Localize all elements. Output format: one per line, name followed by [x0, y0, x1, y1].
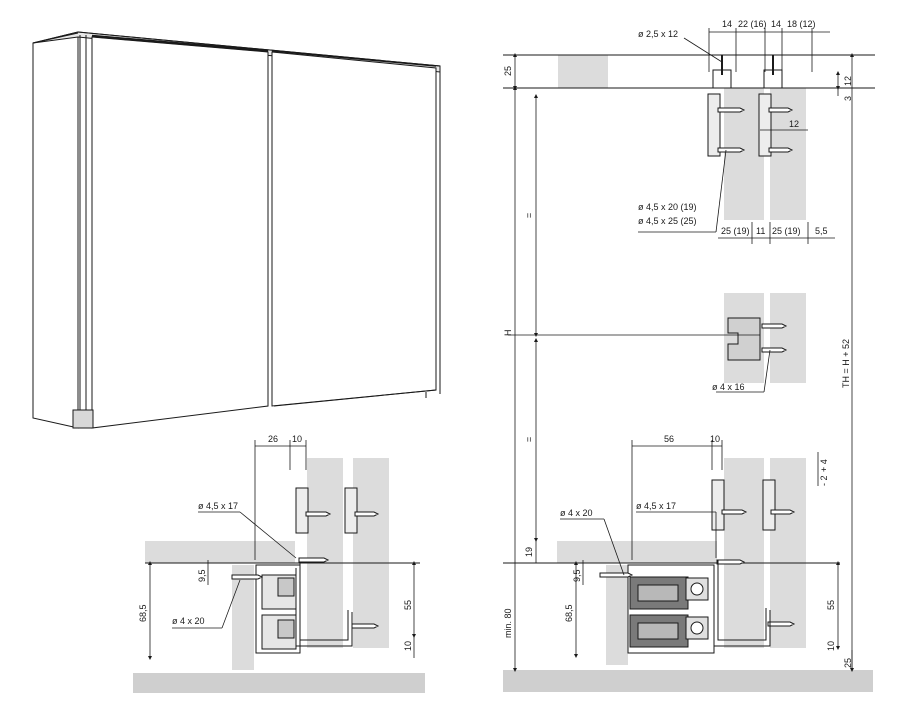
dim-bottom-2: 11: [756, 226, 765, 236]
dim-minus-2: - 2: [819, 475, 829, 486]
dim-top-3: 14: [771, 19, 781, 29]
dim-left-min: min. 80: [503, 608, 513, 638]
dim-plus-4: + 4: [819, 459, 829, 472]
label-screws-1: ø 4,5 x 20 (19): [638, 202, 697, 212]
label-screw-mid: ø 4 x 16: [712, 382, 745, 392]
dim-ll-10: 10: [292, 434, 302, 444]
lower-left-detail: [133, 458, 425, 693]
lower-right-mechanism: [503, 479, 840, 654]
dim-left-eq-upper: =: [524, 213, 534, 218]
middle-fitting: [727, 317, 788, 361]
elevation-panels: [503, 55, 873, 692]
dim-lr-95: 9,5: [572, 569, 582, 582]
dim-ll-95: 9,5: [197, 569, 207, 582]
dim-right-12: 12: [843, 76, 853, 86]
label-lr-screw-a: ø 4,5 x 17: [636, 501, 676, 511]
wardrobe-perspective: [32, 31, 441, 429]
dim-left-19: 19: [524, 547, 534, 557]
dim-bottom-1: 25 (19): [721, 226, 750, 236]
dim-lr-10: 10: [710, 434, 720, 444]
labels: 14 22 (16) 14 18 (12) ø 2,5 x 12 25 H = …: [138, 19, 853, 668]
dimension-lines: [148, 28, 854, 672]
dim-left-height: H: [503, 330, 513, 337]
dim-right-3: 3: [843, 96, 853, 101]
dim-right-total: TH = H + 52: [841, 339, 851, 388]
label-ll-screw-a: ø 4,5 x 17: [198, 501, 238, 511]
dim-upper-12: 12: [789, 119, 799, 129]
dim-right-25: 25: [843, 658, 853, 668]
dim-top-4: 18 (12): [787, 19, 816, 29]
dim-lr-55: 55: [826, 600, 836, 610]
dim-top-2: 22 (16): [738, 19, 767, 29]
dim-ll-26: 26: [268, 434, 278, 444]
label-lr-screw-b: ø 4 x 20: [560, 508, 593, 518]
label-screws-2: ø 4,5 x 25 (25): [638, 216, 697, 226]
upper-screws: [717, 107, 794, 153]
label-ll-screw-b: ø 4 x 20: [172, 616, 205, 626]
dim-ll-55: 55: [403, 600, 413, 610]
dim-lr-685: 68,5: [564, 604, 574, 622]
dim-ll-685: 68,5: [138, 604, 148, 622]
dim-ll-10b: 10: [403, 641, 413, 651]
dim-bottom-3: 25 (19): [772, 226, 801, 236]
dim-lr-56: 56: [664, 434, 674, 444]
dim-lr-10b: 10: [826, 641, 836, 651]
dim-left-top: 25: [503, 66, 513, 76]
label-screw-top: ø 2,5 x 12: [638, 29, 678, 39]
dim-left-eq-lower: =: [524, 437, 534, 442]
top-rail: [503, 54, 875, 157]
dim-bottom-4: 5,5: [815, 226, 828, 236]
dim-top-1: 14: [722, 19, 732, 29]
